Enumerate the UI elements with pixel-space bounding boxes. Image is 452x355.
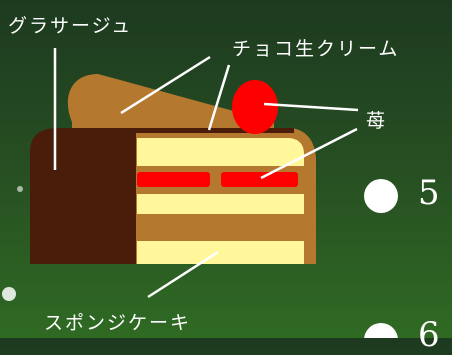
list-number: 6	[418, 315, 440, 355]
leader-line-strawberry	[263, 102, 359, 112]
leader-line-top-wedge	[120, 55, 211, 115]
glacage-front	[30, 128, 136, 264]
strawberry-slice	[137, 172, 210, 187]
cream-layer-bottom	[137, 241, 304, 264]
strawberry-whole	[232, 80, 278, 134]
label-choco-cream: チョコ生クリーム	[232, 38, 400, 60]
leader-line-sponge	[147, 250, 219, 299]
leader-line-choco-cream	[207, 64, 231, 131]
label-sponge: スポンジケーキ	[44, 312, 192, 334]
strawberry-slice	[221, 172, 298, 187]
label-glacage: グラサージュ	[8, 15, 133, 37]
cake-diagram	[2, 55, 398, 338]
list-bullet	[364, 323, 398, 338]
leader-line-strawberry-slice	[260, 127, 358, 180]
background-sparkle	[2, 287, 16, 301]
choco-cream-layer	[130, 128, 294, 133]
list-bullet	[364, 179, 398, 213]
list-number: 5	[418, 173, 440, 213]
cream-layer-top	[137, 138, 304, 166]
background-sparkle	[17, 186, 23, 192]
label-strawberry: 苺	[366, 110, 388, 132]
cake-top-wedge	[67, 74, 274, 135]
cream-layer-middle	[137, 194, 304, 214]
